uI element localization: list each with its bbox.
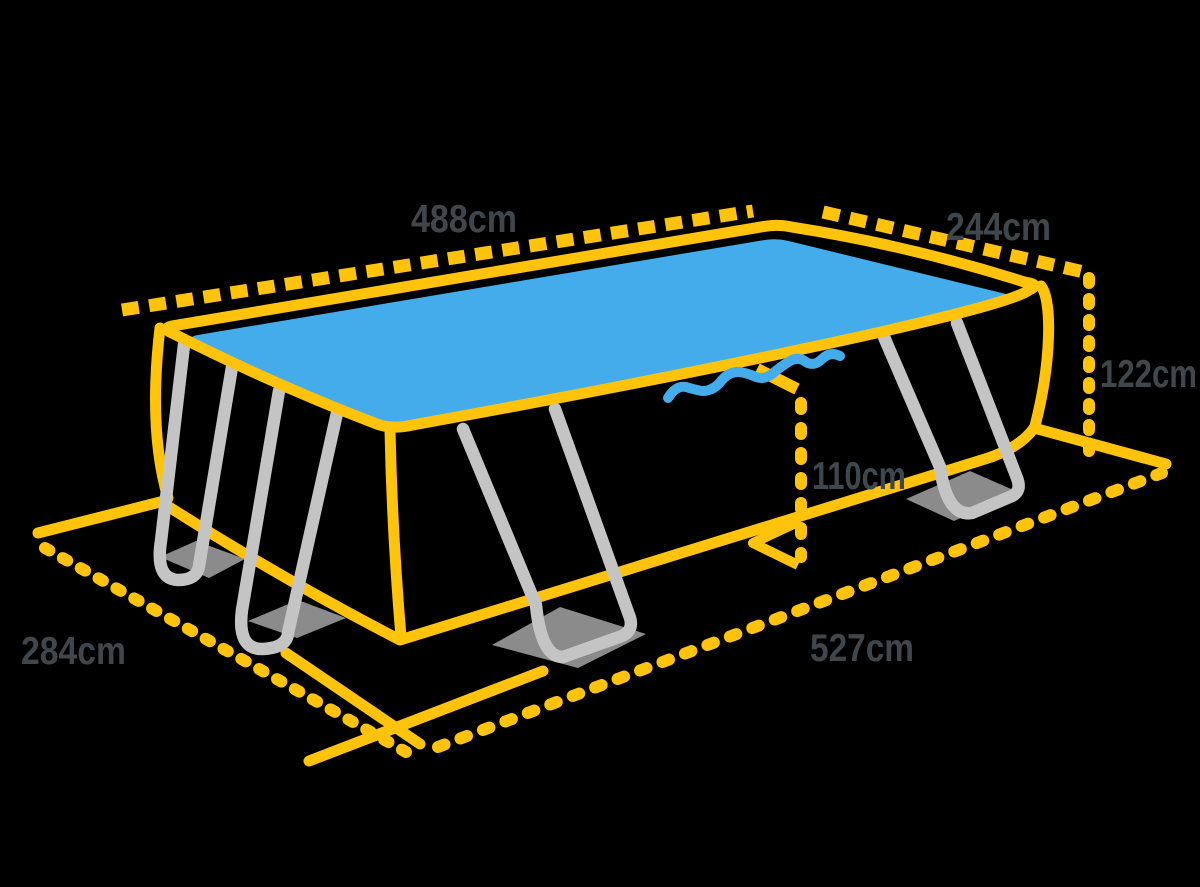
svg-text:110cm: 110cm	[812, 455, 906, 498]
svg-text:122cm: 122cm	[1100, 353, 1197, 396]
svg-text:527cm: 527cm	[810, 627, 914, 670]
svg-text:244cm: 244cm	[946, 206, 1051, 249]
svg-text:284cm: 284cm	[21, 630, 126, 673]
svg-text:488cm: 488cm	[411, 198, 517, 241]
